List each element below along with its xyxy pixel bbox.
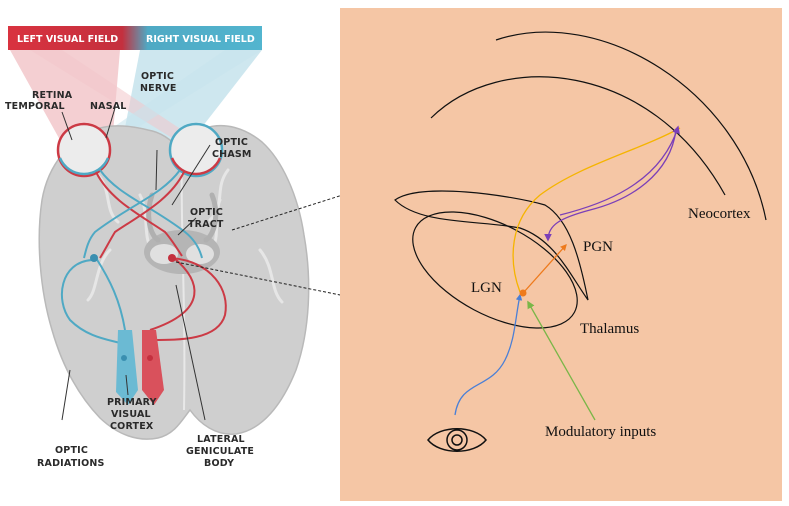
left-eye	[58, 124, 110, 176]
label-optic-chasm-1: OPTIC	[215, 137, 248, 148]
visual-pathway-illustration: LEFT VISUAL FIELD RIGHT VISUAL FIELD	[5, 26, 309, 469]
label-thalamus: Thalamus	[580, 321, 639, 337]
label-visual: VISUAL	[111, 409, 151, 420]
label-lgn: LGN	[471, 280, 502, 296]
label-neocortex: Neocortex	[688, 206, 751, 222]
thalamocortical-circuit-panel: Neocortex PGN LGN Thalamus Modulatory in…	[340, 8, 782, 501]
label-optic-chasm-2: CHASM	[212, 149, 252, 160]
label-temporal: TEMPORAL	[5, 101, 65, 112]
label-optic-tract-1: OPTIC	[190, 207, 223, 218]
label-optic-nerve-2: NERVE	[140, 83, 177, 94]
right-visual-field-label: RIGHT VISUAL FIELD	[146, 34, 255, 45]
right-lgn-dot	[168, 254, 176, 262]
label-cortex: CORTEX	[110, 421, 154, 432]
label-lateral: LATERAL	[197, 434, 245, 445]
label-primary: PRIMARY	[107, 397, 157, 408]
label-optic-radiations-1: OPTIC	[55, 445, 88, 456]
lgn-relay-dot	[520, 290, 527, 297]
label-modulatory-inputs: Modulatory inputs	[545, 424, 656, 440]
label-body: BODY	[204, 458, 234, 469]
label-retina: RETINA	[32, 90, 73, 101]
label-nasal: NASAL	[90, 101, 127, 112]
label-optic-tract-2: TRACT	[188, 219, 224, 230]
label-geniculate: GENICULATE	[186, 446, 254, 457]
left-lgn-dot	[90, 254, 98, 262]
label-optic-radiations-2: RADIATIONS	[37, 458, 105, 469]
label-optic-nerve-1: OPTIC	[141, 71, 174, 82]
cortex-dot-left	[121, 355, 127, 361]
label-pgn: PGN	[583, 239, 613, 255]
visual-field-banner: LEFT VISUAL FIELD RIGHT VISUAL FIELD	[8, 26, 262, 50]
cortex-dot-right	[147, 355, 153, 361]
left-visual-field-label: LEFT VISUAL FIELD	[17, 34, 118, 45]
